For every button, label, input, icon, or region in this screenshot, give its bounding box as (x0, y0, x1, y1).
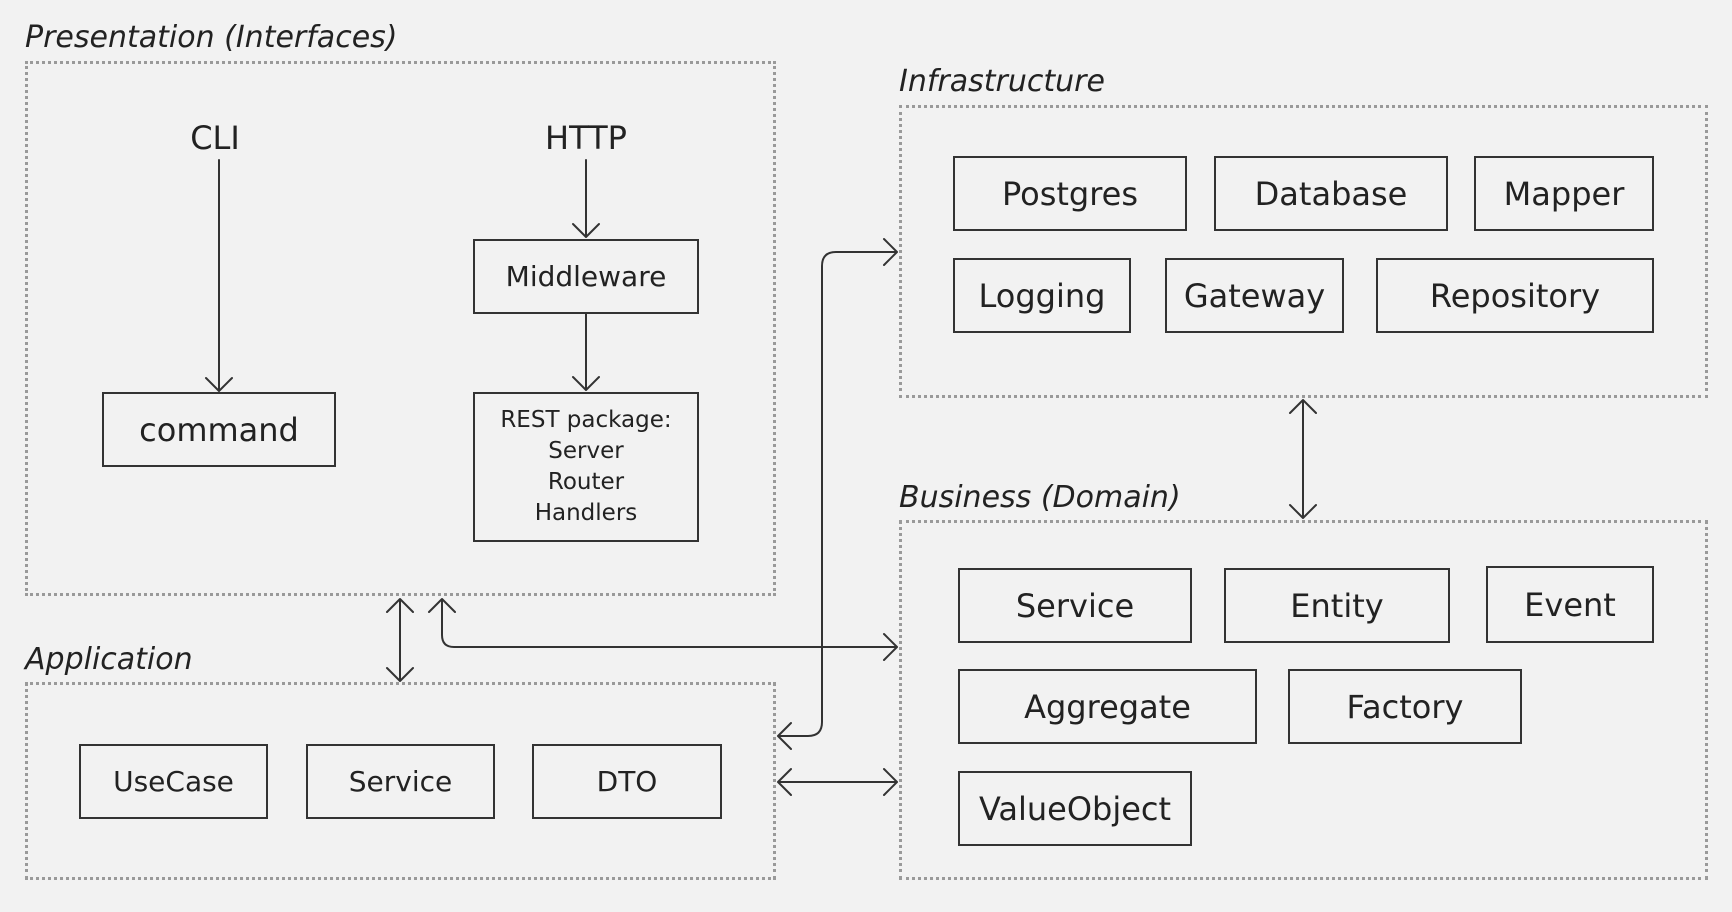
biz-entity-box: Entity (1224, 568, 1450, 643)
rest-handlers-label: Handlers (534, 500, 638, 526)
presentation-business-arrow (428, 598, 898, 661)
application-business-arrow (777, 768, 898, 796)
biz-aggregate-box: Aggregate (958, 669, 1257, 744)
app-service-box: Service (306, 744, 495, 819)
cli-to-command-arrow (205, 159, 233, 392)
business-region (899, 520, 1708, 880)
infra-gateway-box: Gateway (1165, 258, 1344, 333)
middleware-to-rest-arrow (572, 313, 600, 391)
infra-database-box: Database (1214, 156, 1448, 231)
cli-label: CLI (190, 119, 240, 157)
infrastructure-title: Infrastructure (899, 64, 1105, 99)
infra-postgres-box: Postgres (953, 156, 1187, 231)
biz-service-box: Service (958, 568, 1192, 643)
presentation-title: Presentation (Interfaces) (25, 20, 398, 55)
infra-mapper-box: Mapper (1474, 156, 1654, 231)
rest-package-box: REST package: Server Router Handlers (473, 392, 699, 542)
infrastructure-business-arrow (1289, 399, 1317, 519)
app-dto-box: DTO (532, 744, 722, 819)
presentation-application-arrow (386, 598, 414, 682)
application-region (25, 682, 776, 880)
presentation-region (25, 61, 776, 596)
http-label: HTTP (545, 119, 627, 157)
biz-event-box: Event (1486, 566, 1654, 643)
rest-package-label: REST package: (500, 407, 672, 433)
infra-logging-box: Logging (953, 258, 1131, 333)
command-box: command (102, 392, 336, 467)
infra-repository-box: Repository (1376, 258, 1654, 333)
app-usecase-box: UseCase (79, 744, 268, 819)
rest-router-label: Router (547, 469, 625, 495)
application-title: Application (25, 642, 193, 677)
biz-factory-box: Factory (1288, 669, 1522, 744)
biz-valueobject-box: ValueObject (958, 771, 1192, 846)
infrastructure-region (899, 105, 1708, 398)
rest-server-label: Server (548, 438, 624, 464)
application-infrastructure-arrow (777, 238, 898, 750)
business-title: Business (Domain) (899, 480, 1181, 515)
http-to-middleware-arrow (572, 159, 600, 238)
